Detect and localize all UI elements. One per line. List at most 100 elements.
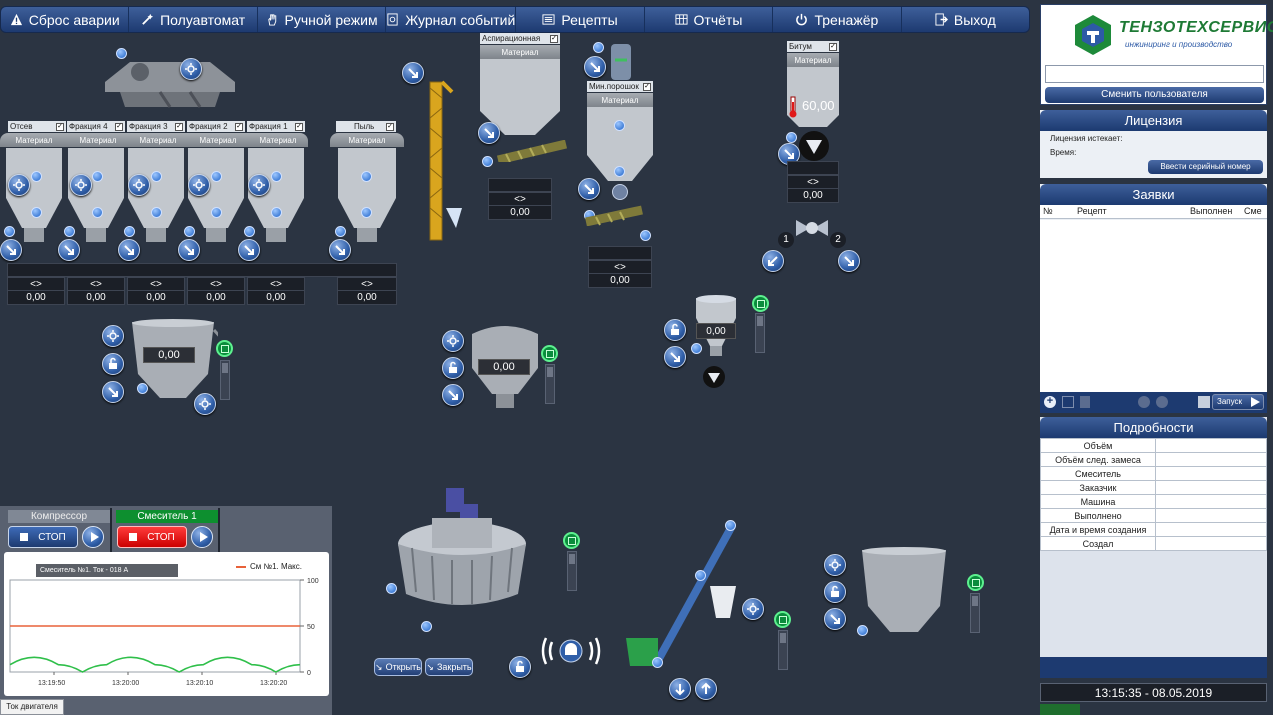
bin-dose-fraction3[interactable]: <>0,00: [127, 277, 185, 305]
bin-low-sensor[interactable]: [361, 207, 372, 218]
bin-level-sensor[interactable]: [151, 171, 162, 182]
powder-feed-icon[interactable]: [584, 56, 606, 78]
manual-mode-button[interactable]: Ручной режим: [258, 7, 387, 32]
agg-weigher-ok-indicator[interactable]: [216, 340, 233, 357]
minpowder-dose[interactable]: <>0,00: [588, 260, 652, 288]
agg-weigher-sensor[interactable]: [137, 383, 148, 394]
bin-low-sensor[interactable]: [151, 207, 162, 218]
mixer-lock-icon[interactable]: [509, 656, 531, 678]
bitumen-weigher-ok-indicator[interactable]: [752, 295, 769, 312]
mixer-close-button[interactable]: ↘Закрыть: [425, 658, 473, 676]
trainer-button[interactable]: Тренажёр: [773, 7, 902, 32]
bin-low-sensor[interactable]: [211, 207, 222, 218]
bin-settings-icon[interactable]: [70, 174, 92, 196]
screen-sensor[interactable]: [116, 48, 127, 59]
bin-checkbox[interactable]: ✓: [295, 122, 303, 131]
bitumen-weigher-lock-icon[interactable]: [664, 319, 686, 341]
mp-weigher-ok-indicator[interactable]: [541, 345, 558, 362]
mp-weigher-gate-icon[interactable]: [442, 384, 464, 406]
add-order-icon[interactable]: +: [1044, 396, 1056, 408]
agg-weigher-gate-icon[interactable]: [102, 381, 124, 403]
mixer-stop-button[interactable]: СТОП: [117, 526, 187, 548]
silo-sensor[interactable]: [857, 625, 868, 636]
screw-sensor[interactable]: [482, 156, 493, 167]
agg-weigher-discharge-icon[interactable]: [194, 393, 216, 415]
skip-settings-icon[interactable]: [742, 598, 764, 620]
elevator-drive-icon[interactable]: [402, 62, 424, 84]
bitumen-weigher-sensor[interactable]: [691, 343, 702, 354]
reports-button[interactable]: Отчёты: [645, 7, 774, 32]
gate-sensor[interactable]: [64, 226, 75, 237]
user-field[interactable]: [1045, 65, 1264, 83]
bin-dose-screenings[interactable]: <>0,00: [7, 277, 65, 305]
bin-checkbox[interactable]: ✓: [386, 122, 394, 131]
minpowder-low-sensor[interactable]: [614, 166, 625, 177]
bin-level-sensor[interactable]: [361, 171, 372, 182]
diverter-right-icon[interactable]: [838, 250, 860, 272]
skip-bottom-sensor[interactable]: [652, 657, 663, 668]
bin-level-sensor[interactable]: [31, 171, 42, 182]
bitumen-dose[interactable]: <>0,00: [787, 175, 839, 203]
orders-list[interactable]: [1040, 220, 1267, 392]
mp-weigher-settings-icon[interactable]: [442, 330, 464, 352]
screw-end-sensor[interactable]: [640, 230, 651, 241]
chart-tab-motor-current[interactable]: Ток двигателя: [0, 699, 64, 715]
siren-icon[interactable]: [538, 634, 604, 668]
skip-up-icon[interactable]: [695, 678, 717, 700]
bin-checkbox[interactable]: ✓: [643, 82, 651, 91]
gate-open-icon[interactable]: [178, 239, 200, 261]
silo-lock-icon[interactable]: [824, 581, 846, 603]
change-user-button[interactable]: Сменить пользователя: [1045, 87, 1264, 103]
minpowder-level-sensor[interactable]: [614, 120, 625, 131]
gate-sensor[interactable]: [184, 226, 195, 237]
bin-checkbox[interactable]: ✓: [235, 122, 243, 131]
bin-checkbox[interactable]: ✓: [550, 34, 558, 43]
bitumen-valve-sensor[interactable]: [786, 132, 797, 143]
edit-order-icon[interactable]: [1062, 396, 1074, 408]
aspiration-dose[interactable]: <>0,00: [488, 192, 552, 220]
agg-weigher-settings-icon[interactable]: [102, 325, 124, 347]
gate-sensor[interactable]: [4, 226, 15, 237]
agg-weigher-lock-icon[interactable]: [102, 353, 124, 375]
bin-level-sensor[interactable]: [271, 171, 282, 182]
gate-open-icon[interactable]: [329, 239, 351, 261]
gate-sensor[interactable]: [124, 226, 135, 237]
bin-dose-fraction1[interactable]: <>0,00: [247, 277, 305, 305]
start-order-button[interactable]: Запуск: [1212, 394, 1264, 410]
exit-button[interactable]: Выход: [902, 7, 1029, 32]
gate-sensor[interactable]: [335, 226, 346, 237]
powder-screw-icon[interactable]: [578, 178, 600, 200]
bin-dose-fraction4[interactable]: <>0,00: [67, 277, 125, 305]
mixer-open-button[interactable]: ↘Открыть: [374, 658, 422, 676]
silo-ok-indicator[interactable]: [967, 574, 984, 591]
bin-settings-icon[interactable]: [248, 174, 270, 196]
gate-open-icon[interactable]: [238, 239, 260, 261]
reset-alarm-button[interactable]: Сброс аварии: [1, 7, 130, 32]
skip-ok-indicator[interactable]: [774, 611, 791, 628]
mixer-slider[interactable]: [567, 551, 577, 591]
bin-checkbox[interactable]: ✓: [175, 122, 183, 131]
semi-auto-button[interactable]: Полуавтомат: [129, 7, 258, 32]
orders-col-shift[interactable]: Сме: [1244, 206, 1262, 216]
skip-slider[interactable]: [778, 630, 788, 670]
silo-settings-icon[interactable]: [824, 554, 846, 576]
gate-sensor[interactable]: [244, 226, 255, 237]
bin-settings-icon[interactable]: [128, 174, 150, 196]
compressor-stop-button[interactable]: СТОП: [8, 526, 78, 548]
mixer-ok-indicator[interactable]: [563, 532, 580, 549]
skip-down-icon[interactable]: [669, 678, 691, 700]
diverter-left-icon[interactable]: [762, 250, 784, 272]
skip-mid-sensor[interactable]: [695, 570, 706, 581]
orders-col-recipe[interactable]: Рецепт: [1077, 206, 1107, 216]
gate-open-icon[interactable]: [0, 239, 22, 261]
delete-order-icon[interactable]: [1080, 396, 1090, 408]
bin-low-sensor[interactable]: [92, 207, 103, 218]
mixer-sensor[interactable]: [386, 583, 397, 594]
recipes-button[interactable]: Рецепты: [516, 7, 645, 32]
mixer-gate-sensor[interactable]: [421, 621, 432, 632]
bin-checkbox[interactable]: ✓: [56, 122, 64, 131]
bin-settings-icon[interactable]: [8, 174, 30, 196]
bitumen-weigher-slider[interactable]: [755, 313, 765, 353]
bin-level-sensor[interactable]: [211, 171, 222, 182]
aspiration-drive-icon[interactable]: [478, 122, 500, 144]
